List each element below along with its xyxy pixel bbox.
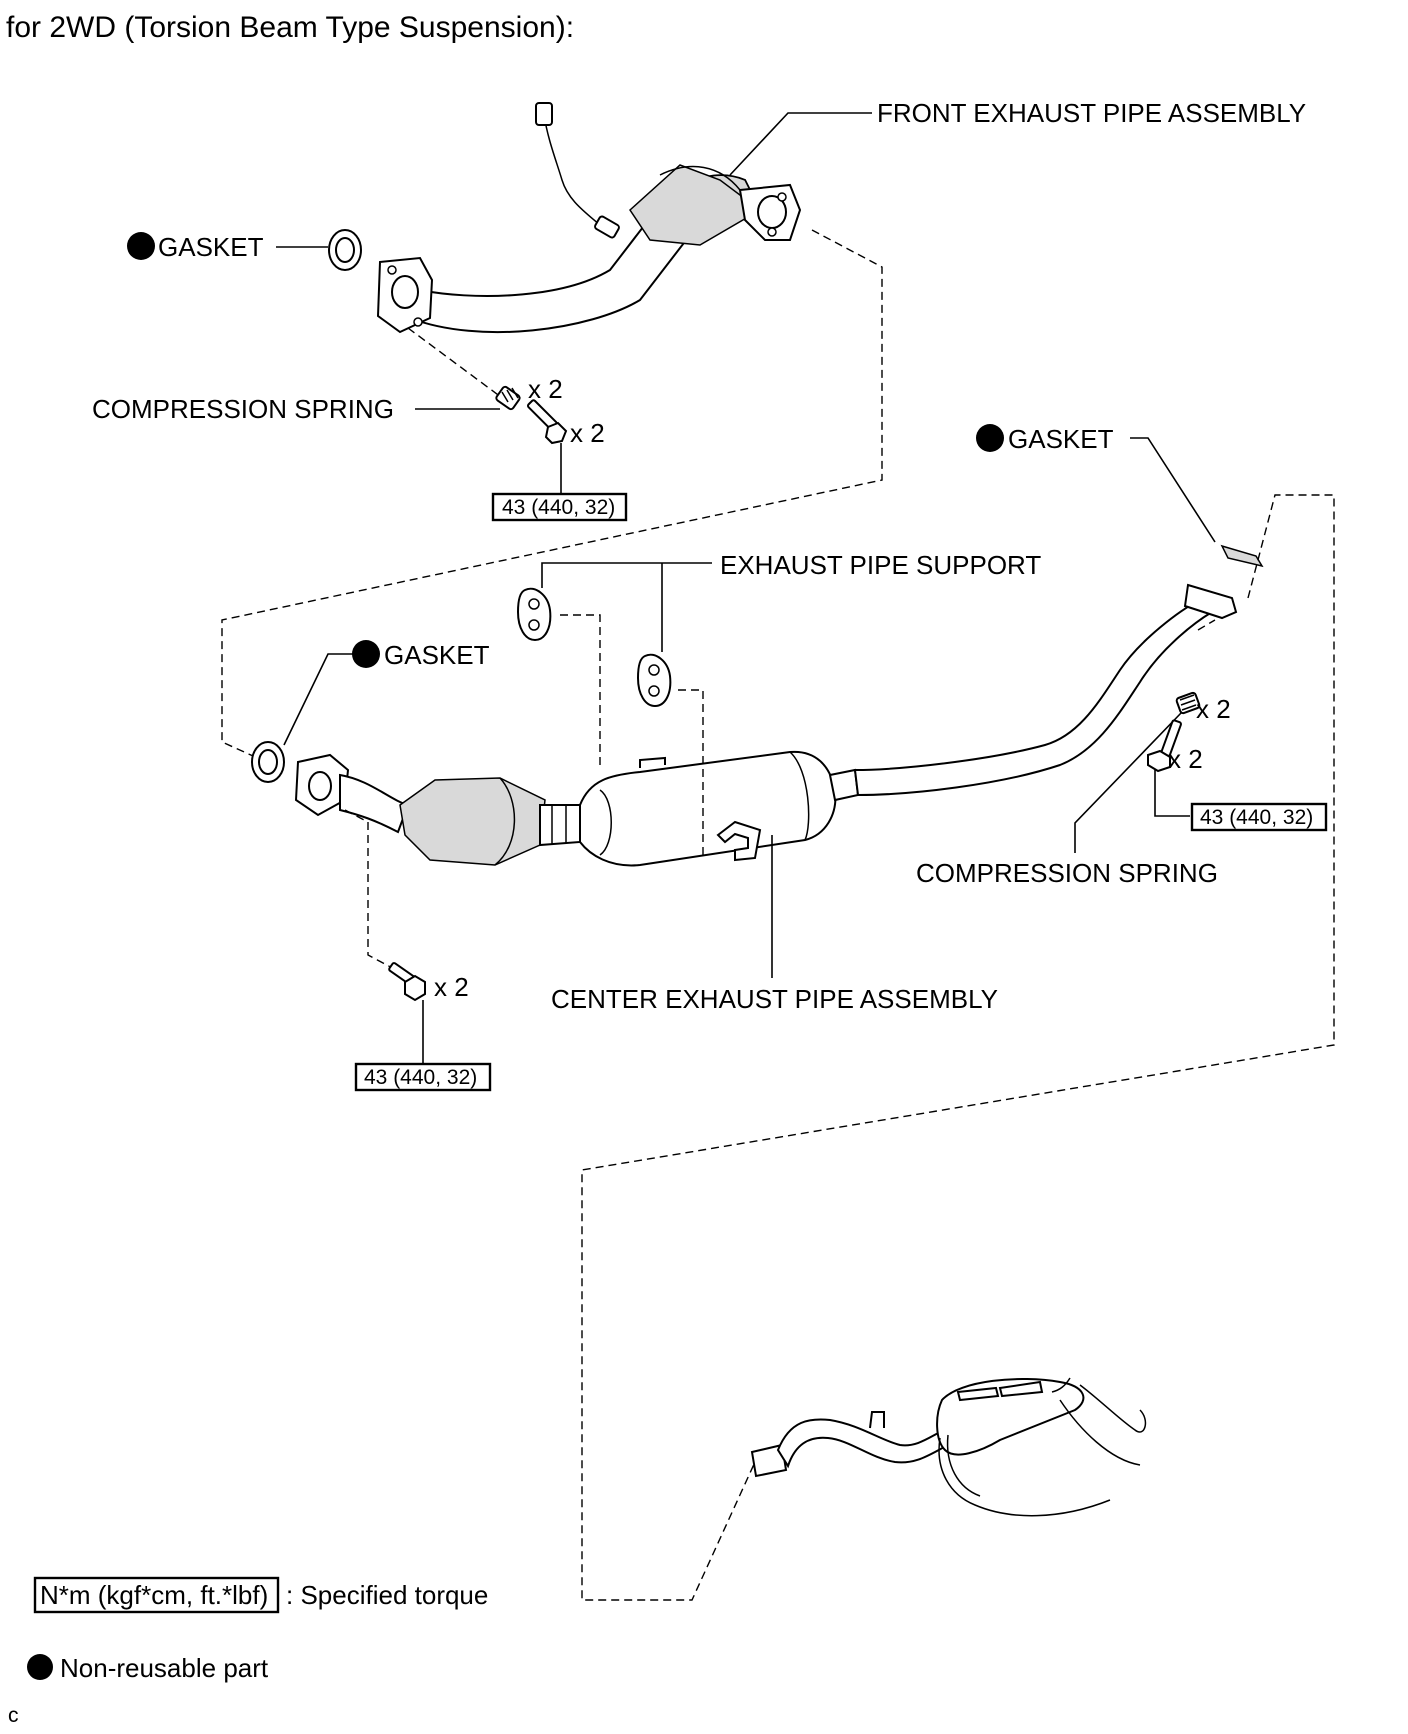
- rear-spring-qty: x 2: [1196, 694, 1231, 724]
- compression-spring-rear-icon: [1175, 691, 1201, 715]
- torque-box-rear: [1190, 802, 1328, 832]
- gasket-rear-icon: [1220, 544, 1264, 568]
- rear-bolt-qty: x 2: [1168, 744, 1203, 774]
- torque-box-front: [491, 492, 628, 522]
- nonreusable-dot-icon: [27, 1654, 53, 1680]
- legend-torque-box: [33, 1576, 280, 1614]
- torque-rear: 43 (440, 32): [1200, 806, 1313, 829]
- label-compression-spring-front: COMPRESSION SPRING: [92, 394, 394, 424]
- nonreusable-dot-icon: [127, 232, 155, 260]
- compression-spring-front-icon: [495, 385, 521, 411]
- nonreusable-dot-icon: [352, 640, 380, 668]
- torque-center: 43 (440, 32): [364, 1066, 477, 1089]
- label-exhaust-pipe-support: EXHAUST PIPE SUPPORT: [720, 550, 1041, 580]
- label-gasket-center: GASKET: [384, 640, 490, 670]
- bolt-front-icon: [526, 399, 568, 445]
- torque-front: 43 (440, 32): [502, 496, 615, 519]
- label-center-exhaust-pipe-assembly: CENTER EXHAUST PIPE ASSEMBLY: [551, 984, 998, 1014]
- connector-icon: [535, 102, 553, 126]
- front-spring-qty: x 2: [528, 374, 563, 404]
- front-bolt-qty: x 2: [570, 418, 605, 448]
- legend-nonreusable-desc: Non-reusable part: [60, 1653, 269, 1683]
- torque-box-center: [354, 1062, 492, 1092]
- legend-torque-desc: : Specified torque: [286, 1580, 488, 1610]
- nonreusable-dot-icon: [976, 424, 1004, 452]
- exhaust-pipe-support-2-icon: [636, 653, 672, 708]
- label-gasket-rear: GASKET: [1008, 424, 1114, 454]
- label-compression-spring-rear: COMPRESSION SPRING: [916, 858, 1218, 888]
- gasket-front-icon: [328, 229, 362, 271]
- exhaust-pipe-support-1-icon: [516, 587, 552, 642]
- center-exhaust-pipe-assembly: [294, 583, 1238, 867]
- gasket-center-icon: [251, 741, 285, 783]
- legend-torque-unit: N*m (kgf*cm, ft.*lbf): [40, 1580, 268, 1610]
- corner-mark: c: [8, 1704, 19, 1727]
- front-exhaust-pipe-assembly: [376, 102, 802, 334]
- bolt-rear-icon: [1147, 719, 1182, 773]
- label-gasket-front: GASKET: [158, 232, 264, 262]
- center-bolt-qty: x 2: [434, 972, 469, 1002]
- bolt-center-icon: [388, 962, 426, 1002]
- tail-pipe-muffler-assembly: [750, 1377, 1147, 1517]
- label-front-exhaust-pipe-assembly: FRONT EXHAUST PIPE ASSEMBLY: [877, 98, 1306, 128]
- page-title: for 2WD (Torsion Beam Type Suspension):: [6, 11, 574, 44]
